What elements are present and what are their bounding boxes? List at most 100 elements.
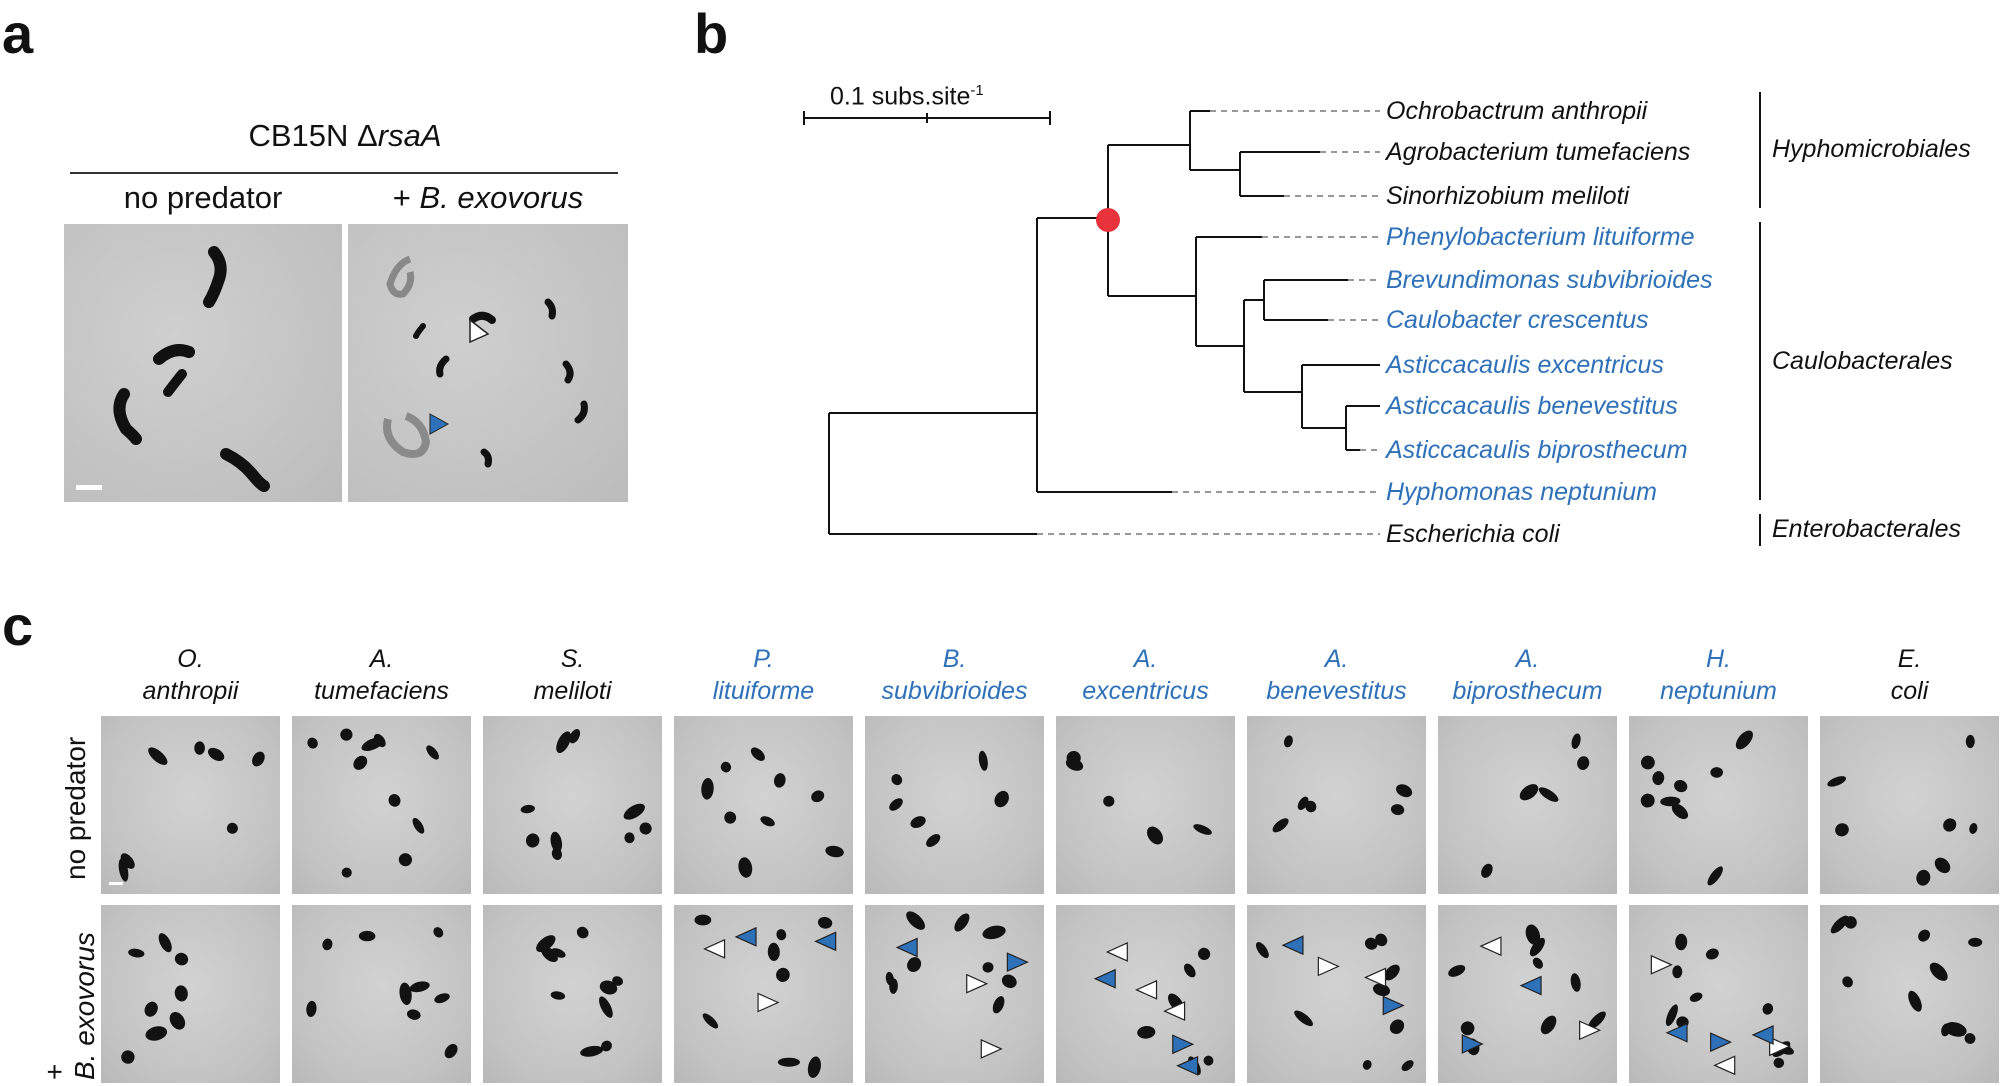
column-header-genus: O. (177, 645, 204, 673)
blue-arrowhead (1710, 1032, 1733, 1053)
micrograph-a-predator (348, 224, 628, 502)
blue-arrowhead (1172, 1034, 1195, 1055)
column-header-genus: P. (753, 645, 774, 673)
blue-arrowhead (1176, 1055, 1199, 1076)
bacterial-cell (702, 1013, 719, 1029)
bacterial-cell (1710, 767, 1723, 778)
bacterial-cell (1198, 947, 1211, 961)
scale-bar-exponent: -1 (970, 82, 984, 99)
bacterial-cell (738, 857, 753, 878)
bacterial-cell (1375, 933, 1388, 947)
bacterial-cell (1588, 1011, 1606, 1029)
bacterial-cell (1364, 937, 1378, 950)
bacterial-cell (569, 729, 581, 744)
bacterial-cell (1641, 755, 1655, 770)
bacterial-cell (1918, 929, 1931, 942)
column-header: O.anthropii (91, 643, 290, 707)
micrograph-predator (1629, 905, 1808, 1083)
bacterial-cell (1193, 824, 1212, 835)
bacterial-cell (433, 927, 444, 938)
bacterial-cell (1735, 730, 1753, 750)
blue-arrowhead (1006, 952, 1029, 973)
bacterial-cell (1707, 866, 1723, 886)
bacterial-cell (409, 981, 430, 993)
bacterial-cell (1305, 800, 1317, 813)
bacterial-cell (1183, 963, 1196, 978)
bacterial-cell (1827, 776, 1847, 787)
bacterial-cell (907, 957, 922, 973)
column-header: E.coli (1810, 643, 2000, 707)
bacterial-cell (1570, 973, 1581, 992)
bacterial-cell (777, 1057, 800, 1067)
taxon-label: Asticcacaulis biprosthecum (1386, 436, 1688, 464)
bacterial-cell (444, 1043, 458, 1059)
bacterial-cell (1830, 915, 1849, 934)
panel-a-title-prefix: CB15N Δ (248, 118, 378, 153)
bacterial-cell (551, 847, 562, 861)
bacterial-cell (639, 822, 652, 835)
bacterial-cell (1705, 948, 1719, 960)
bacterial-cell (701, 778, 714, 800)
column-header-genus: H. (1706, 645, 1731, 673)
micrograph-no-predator (1056, 716, 1235, 894)
bacterial-cell (767, 942, 780, 961)
bacterial-cell (1665, 1004, 1678, 1027)
micrograph-predator (1056, 905, 1235, 1083)
micrograph-no-predator (292, 716, 471, 894)
column-header: B.subvibrioides (855, 643, 1054, 707)
blue-arrowhead (1665, 1022, 1688, 1043)
bacterial-cell (1842, 976, 1853, 988)
bacterial-cell (1538, 787, 1559, 802)
bacterial-cell (776, 929, 787, 941)
white-arrowhead (1713, 1055, 1736, 1076)
bacterial-cell (1103, 795, 1115, 807)
white-arrowhead (1364, 967, 1387, 988)
bacterial-cell (906, 911, 926, 930)
bacterial-cell (252, 751, 265, 767)
bacterial-cell (373, 733, 386, 748)
bacterial-cell (576, 926, 589, 939)
bacterial-cell (1001, 974, 1017, 989)
bacterial-cell (1577, 756, 1590, 770)
panel-a-title: CB15N ΔrsaA (70, 118, 620, 154)
bacterial-cell (1146, 826, 1164, 845)
plus-sign: + (39, 1063, 70, 1080)
bacterial-cell (169, 1011, 186, 1030)
micrograph-predator (674, 905, 853, 1083)
taxon-label: Asticcacaulis benevestitus (1386, 392, 1678, 420)
taxon-label: Phenylobacterium lituiforme (1386, 223, 1695, 251)
bacterial-cell (1481, 863, 1493, 878)
bacterial-cell (1965, 734, 1975, 749)
bacterial-cell (1362, 1060, 1372, 1070)
column-header-genus: B. (942, 645, 967, 673)
bacterial-cell (910, 816, 926, 829)
column-header: A.tumefaciens (282, 643, 481, 707)
micrograph-no-predator (1438, 716, 1617, 894)
column-header: A.benevestitus (1237, 643, 1436, 707)
bacterial-cell (776, 967, 790, 982)
bacterial-cell (398, 853, 412, 867)
bacterial-cell (889, 978, 898, 994)
bacterial-cell (623, 803, 645, 820)
ancestor-node-marker (1096, 208, 1120, 232)
order-label-enterobacterales: Enterobacterales (1772, 515, 1962, 543)
bacterial-cell (399, 982, 412, 1006)
bacterial-cell (1065, 758, 1084, 771)
panel-a-title-gene: rsaA (377, 118, 442, 153)
bacterial-cell (1943, 818, 1957, 832)
bacterial-cell (774, 773, 786, 788)
bacterial-cell (1384, 964, 1400, 981)
bacterial-cell (1460, 1021, 1475, 1036)
bacterial-cell (1203, 1055, 1214, 1066)
bacterial-cell (1671, 803, 1689, 820)
bacterial-cell (982, 962, 994, 973)
bacterial-cell (811, 790, 825, 803)
bacterial-cell (994, 790, 1009, 808)
blue-arrowhead (1751, 1024, 1774, 1045)
bacterial-cell (724, 811, 737, 824)
bacterial-cell (118, 858, 129, 882)
bacterial-cell (1519, 784, 1539, 801)
bacterial-cell (1916, 869, 1931, 886)
bacterial-cell (1968, 937, 1983, 947)
bacterial-cell (306, 1000, 317, 1017)
